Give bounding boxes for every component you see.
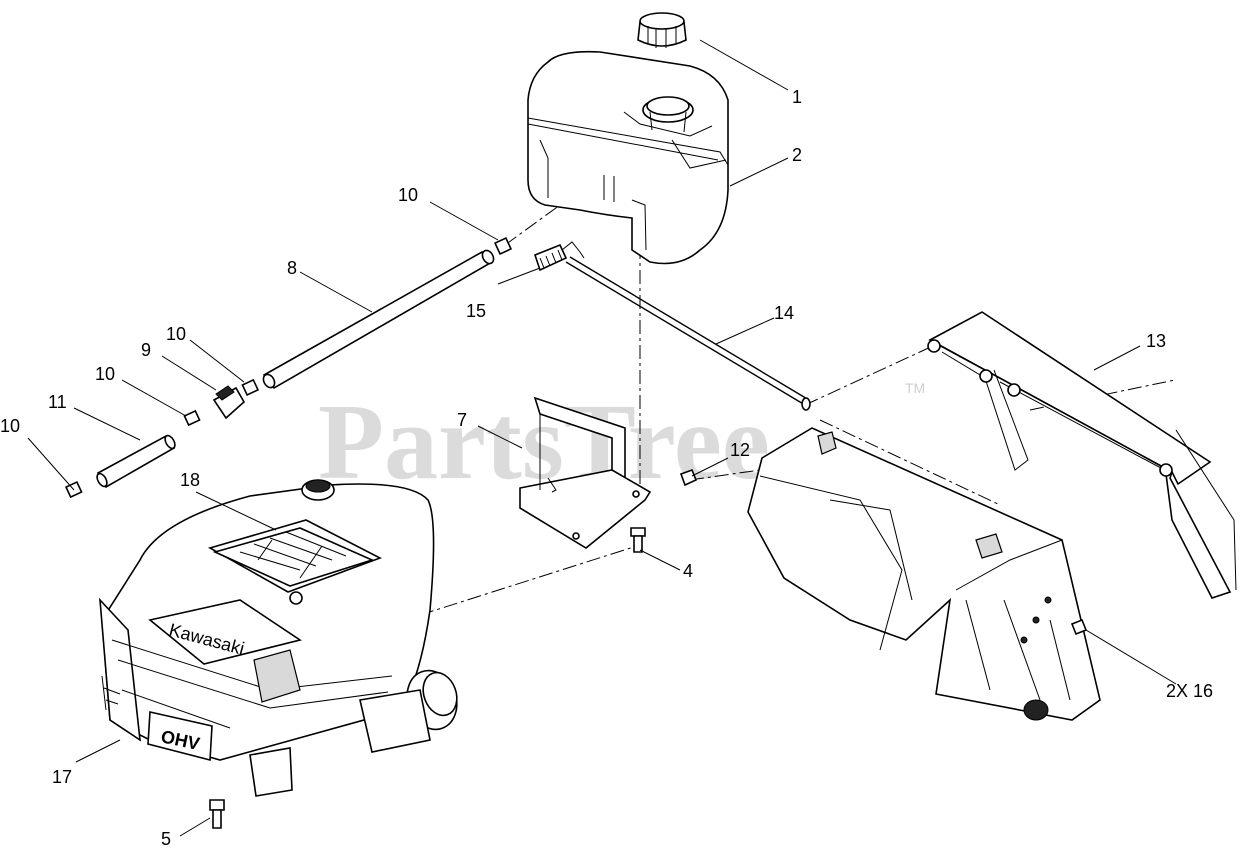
fuel-line-assembly [64,236,513,499]
bracket [519,396,652,549]
callout-7: 7 [457,410,467,430]
callout-11: 11 [48,392,67,412]
nut-12 [679,468,698,487]
callout-10-mid: 10 [95,364,115,384]
callout-2: 2 [792,145,802,165]
callout-1: 1 [792,87,802,107]
engine: Kawasaki OHV [99,479,458,797]
fuel-cap [637,12,687,48]
callout-18: 18 [180,470,200,490]
callout-9: 9 [141,340,151,360]
bolt-5 [209,799,225,829]
callout-labels: 1 2 10 8 10 9 10 11 10 15 14 13 7 12 4 2… [0,87,1213,849]
choke-rod [534,241,811,411]
callout-12: 12 [730,440,750,460]
callout-16: 2X 16 [1166,681,1213,701]
callout-4: 4 [683,561,693,581]
leader-lines [27,39,1177,837]
frame-housing [747,427,1101,721]
callout-13: 13 [1146,331,1166,351]
engine-shroud [927,311,1237,599]
watermark-trademark: TM [905,380,925,396]
callout-14: 14 [774,303,794,323]
callout-10-top: 10 [398,185,418,205]
callout-5: 5 [161,829,171,849]
bolt-4 [630,527,646,553]
callout-17: 17 [52,767,72,787]
callout-10-end: 10 [0,416,20,436]
callout-15: 15 [466,301,486,321]
callout-10-valve: 10 [166,324,186,344]
fuel-tank [527,50,729,265]
callout-8: 8 [287,258,297,278]
